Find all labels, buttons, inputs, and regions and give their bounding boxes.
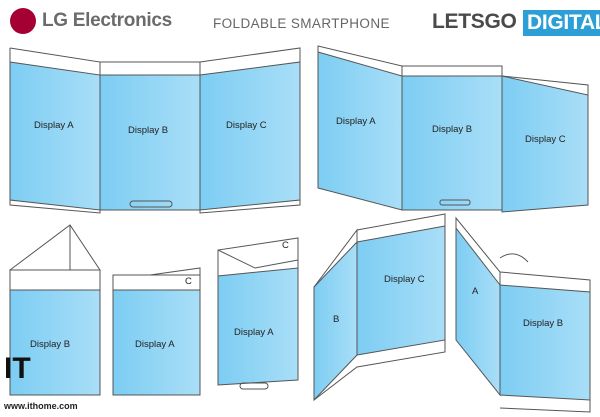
label-short-c-2: C	[282, 240, 289, 251]
label7-display-b: Display B	[523, 318, 563, 329]
panel5-display-a	[217, 267, 299, 386]
label-short-b: B	[333, 314, 339, 325]
panel6-display-c	[356, 225, 446, 356]
label6-display-c: Display C	[384, 274, 425, 285]
panel4-display-a	[112, 289, 201, 396]
label2-display-b: Display B	[432, 124, 472, 135]
brand-right-part1: LETSGO	[432, 10, 517, 33]
panel3-display-b	[9, 289, 101, 396]
panel7-display-b	[499, 284, 591, 401]
brand-right-part2: DIGITAL	[523, 10, 600, 36]
label-display-b: Display B	[128, 125, 168, 136]
panel-display-b	[99, 74, 201, 211]
panel-display-c	[199, 61, 301, 211]
label-short-a: A	[472, 286, 479, 297]
panel2-display-a	[317, 51, 403, 211]
panel2-display-b	[401, 75, 503, 211]
brand-left: LG Electronics	[42, 10, 172, 31]
label4-display-a: Display A	[135, 339, 175, 350]
label2-display-c: Display C	[525, 134, 566, 145]
label2-display-a: Display A	[336, 116, 376, 127]
ithome-logo: IT	[4, 352, 31, 385]
panel2-display-c	[501, 75, 589, 213]
label-short-c-1: C	[185, 276, 192, 287]
header: LG Electronics FOLDABLE SMARTPHONE LETSG…	[0, 0, 600, 46]
label3-display-b: Display B	[30, 339, 70, 350]
label-display-c: Display C	[226, 120, 267, 131]
panel7-side-a	[455, 226, 501, 397]
page-title: FOLDABLE SMARTPHONE	[213, 16, 390, 31]
label5-display-a: Display A	[234, 327, 274, 338]
ithome-site: www.ithome.com	[4, 401, 78, 411]
label-display-a: Display A	[34, 120, 74, 131]
lg-logo-icon	[10, 8, 36, 34]
panel-display-a	[9, 61, 101, 211]
